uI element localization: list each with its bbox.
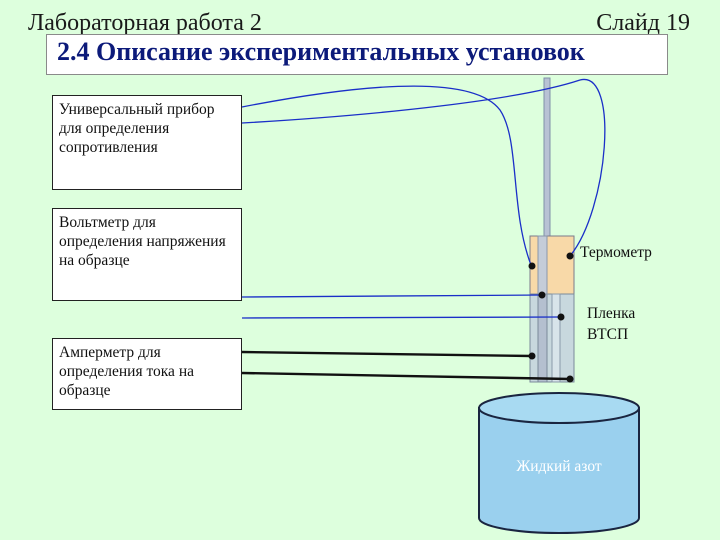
film-strip-inner <box>551 293 561 383</box>
dewar-body <box>478 407 640 534</box>
wire-ammeter-1 <box>241 350 533 358</box>
wire-ohmmeter-2 <box>241 79 606 257</box>
thermometer-label: Термометр <box>580 244 652 261</box>
film-strip <box>537 293 548 383</box>
thermometer-strip <box>537 235 548 295</box>
wire-voltmeter-1 <box>241 294 543 298</box>
dewar-top <box>478 392 640 424</box>
contact-dot <box>566 375 574 383</box>
nitrogen-label: Жидкий азот <box>516 458 602 475</box>
contact-dot <box>528 262 536 270</box>
film-label: Пленка ВТСП <box>587 305 636 343</box>
slide-number: Слайд 19 <box>596 10 690 36</box>
slide-title: 2.4 Описание экспериментальных установок <box>57 37 585 66</box>
contact-dot <box>566 252 574 260</box>
lab-work-label: Лабораторная работа 2 <box>28 10 262 36</box>
voltmeter-box: Вольтметр для определения напряжения на … <box>52 208 242 301</box>
contact-dot <box>528 352 536 360</box>
contact-dot <box>538 291 546 299</box>
wire-voltmeter-2 <box>241 316 562 319</box>
ammeter-box: Амперметр для определения тока на образц… <box>52 338 242 410</box>
thermometer-block <box>529 235 575 295</box>
title-box: 2.4 Описание экспериментальных установок <box>46 34 668 75</box>
contact-dot <box>557 313 565 321</box>
holder-rod <box>543 77 551 237</box>
ohmmeter-box: Универсальный прибор для определения соп… <box>52 95 242 190</box>
wire-ohmmeter-1 <box>241 85 532 266</box>
wire-ammeter-2 <box>241 371 571 381</box>
